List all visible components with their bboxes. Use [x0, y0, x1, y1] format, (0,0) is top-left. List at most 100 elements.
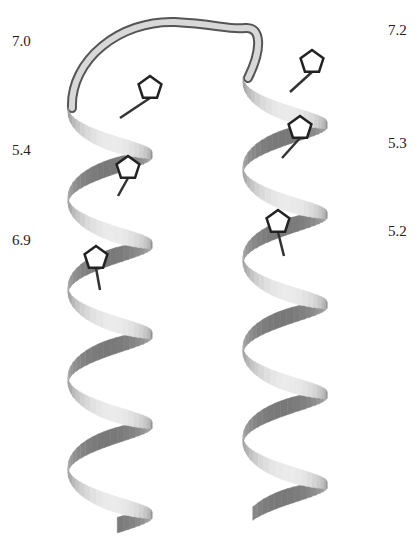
ribbon-segment: [324, 299, 326, 309]
ribbon-segment: [73, 116, 76, 130]
ribbon-segment: [326, 482, 327, 489]
ribbon-segment: [103, 402, 110, 420]
ribbon-segment: [97, 162, 103, 180]
ribbon-segment: [144, 416, 148, 429]
ribbon-segment: [123, 244, 129, 260]
ribbon-segment: [96, 490, 102, 508]
ribbon-segment: [318, 206, 322, 219]
ribbon-segment: [91, 434, 97, 452]
ribbon-segment: [283, 374, 290, 392]
ribbon-segment: [270, 459, 276, 477]
ribbon-segment: [302, 470, 308, 487]
ribbon-segment: [76, 445, 80, 461]
ribbon-front: [68, 77, 327, 519]
ribbon-segment: [308, 382, 313, 398]
ribbon-segment: [326, 210, 328, 218]
ribbon-segment: [261, 138, 267, 156]
ribbon-segment: [256, 141, 261, 158]
loop-ribbon: [72, 22, 258, 108]
ribbon-segment: [265, 277, 271, 295]
ribbon-segment: [278, 192, 285, 210]
imidazole-ring: [289, 116, 312, 138]
ribbon-segment: [326, 121, 328, 129]
ribbon-segment: [248, 239, 252, 254]
ribbon-segment: [70, 293, 72, 305]
ribbon-segment: [260, 184, 266, 201]
ribbon-segment: [70, 203, 72, 215]
ribbon-segment: [80, 122, 85, 138]
ribbon-segment: [324, 479, 326, 489]
ribbon-segment: [326, 302, 327, 309]
ribbon-segment: [272, 100, 278, 118]
ribbon-segment: [277, 371, 284, 389]
pka-value: 7.0: [12, 34, 31, 49]
ribbon-segment: [255, 182, 260, 198]
ribbon-segment: [258, 454, 263, 471]
ribbon-segment: [313, 384, 318, 398]
ribbon-segment: [322, 118, 325, 129]
ribbon-segment: [70, 113, 73, 126]
ribbon-segment: [129, 141, 135, 157]
ribbon-segment: [293, 216, 299, 233]
ribbon-segment: [111, 427, 118, 445]
ribbon-segment: [76, 119, 80, 134]
ribbon-segment: [73, 359, 77, 374]
ribbon-segment: [326, 212, 327, 219]
ribbon-segment: [261, 227, 267, 245]
ribbon-segment: [151, 422, 152, 428]
ribbon-segment: [326, 392, 327, 399]
ribbon-segment: [251, 145, 255, 161]
ribbon-segment: [122, 409, 128, 426]
ribbon-segment: [110, 337, 117, 355]
ribbon-segment: [116, 227, 122, 245]
ribbon-segment: [150, 419, 152, 429]
ribbon-segment: [91, 345, 97, 363]
ribbon-segment: [257, 500, 262, 518]
ribbon-segment: [97, 310, 103, 328]
ribbon-segment: [76, 479, 80, 494]
ribbon-segment: [288, 487, 295, 505]
ribbon-segment: [262, 407, 268, 425]
ribbon-segment: [255, 92, 260, 108]
ribbon-segment: [254, 361, 259, 377]
ribbon-segment: [245, 83, 248, 95]
ribbon-segment: [134, 322, 139, 337]
ribbon-segment: [265, 187, 271, 205]
ribbon-segment: [280, 309, 287, 327]
ribbon-segment: [259, 364, 264, 381]
pka-value: 5.4: [12, 143, 31, 158]
imidazole-ring: [267, 210, 290, 232]
ribbon-segment: [116, 317, 122, 335]
ribbon-segment: [266, 135, 272, 153]
ribbon-segment: [128, 501, 134, 517]
ribbon-segment: [80, 482, 85, 498]
ribbon-segment: [296, 378, 302, 395]
ribbon-segment: [73, 206, 76, 220]
ribbon-segment: [256, 231, 261, 248]
ribbon-segment: [247, 355, 250, 369]
ribbon-segment: [103, 222, 110, 240]
histidine-rings: [85, 50, 324, 290]
ribbon-segment: [129, 231, 135, 247]
ribbon-segment: [147, 328, 150, 339]
ribbon-segment: [259, 274, 264, 291]
ribbon-segment: [285, 104, 292, 122]
ribbon-segment: [245, 173, 247, 185]
ribbon-segment: [117, 336, 123, 353]
ribbon-segment: [85, 394, 91, 411]
ribbon-segment: [322, 297, 325, 308]
ribbon-segment: [314, 294, 318, 308]
ribbon-segment: [257, 320, 262, 337]
ribbon-segment: [325, 119, 327, 129]
ribbon-segment: [124, 514, 130, 530]
ribbon-segment: [245, 352, 247, 364]
ribbon-segment: [325, 480, 327, 489]
ribbon-segment: [302, 380, 308, 397]
ribbon-segment: [264, 366, 270, 384]
ribbon-segment: [80, 392, 85, 408]
ribbon-segment: [80, 171, 85, 188]
ribbon-segment: [97, 130, 103, 148]
ribbon-segment: [147, 148, 150, 159]
ribbon-segment: [249, 418, 253, 434]
ribbon-segment: [284, 284, 291, 302]
